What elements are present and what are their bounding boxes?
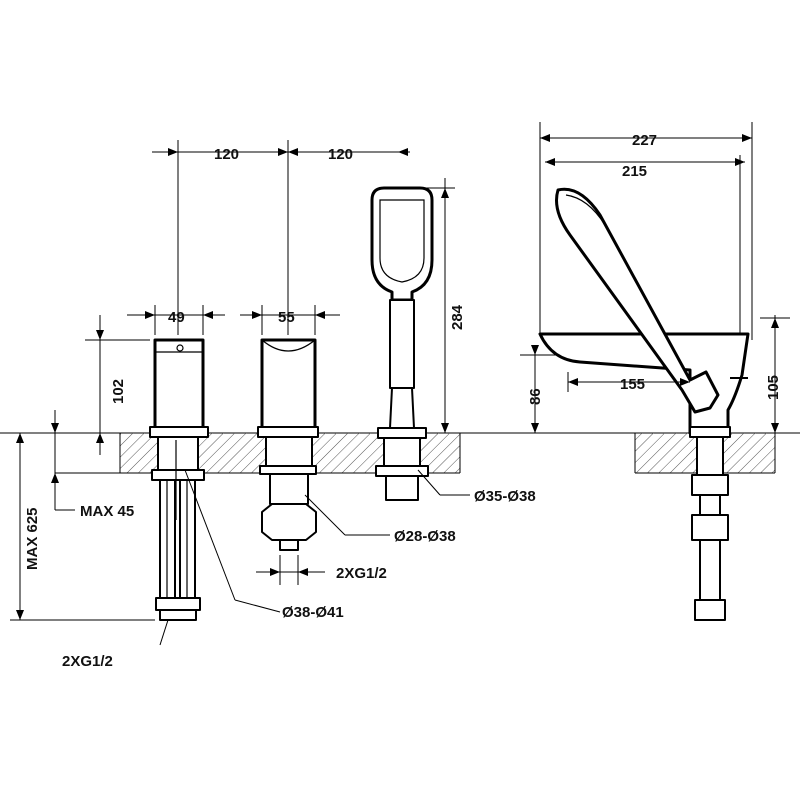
dim-hole-handshower: Ø35-Ø38 [474,488,536,505]
dim-max-depth: MAX 625 [24,507,41,570]
dim-spout-width: 49 [168,309,185,326]
dim-spacing-right: 120 [328,146,353,163]
dim-hole-valve: Ø28-Ø38 [394,528,456,545]
dim-spout-reach: 155 [620,376,645,393]
dim-connection-left: 2XG1/2 [62,653,113,670]
dim-spout-height: 102 [110,379,127,404]
dim-handshower-length: 284 [449,304,466,330]
dim-side-height-left: 86 [527,388,544,405]
hand-shower-assembly [370,186,434,501]
dim-connection-middle: 2XG1/2 [336,565,387,582]
dim-max-deck: MAX 45 [80,503,134,520]
diverter-valve-body [257,338,319,551]
dim-projection-inner: 215 [622,163,647,180]
dim-spacing-left: 120 [214,146,239,163]
dim-hole-spout: Ø38-Ø41 [282,604,344,621]
dimension-lines [10,122,790,646]
dim-side-height-right: 105 [765,375,782,400]
bath-spout-body [149,338,209,621]
dim-valve-width: 55 [278,309,295,326]
spout-side-view [538,187,750,621]
dim-projection-total: 227 [632,132,657,149]
dimension-arrows [16,134,779,620]
